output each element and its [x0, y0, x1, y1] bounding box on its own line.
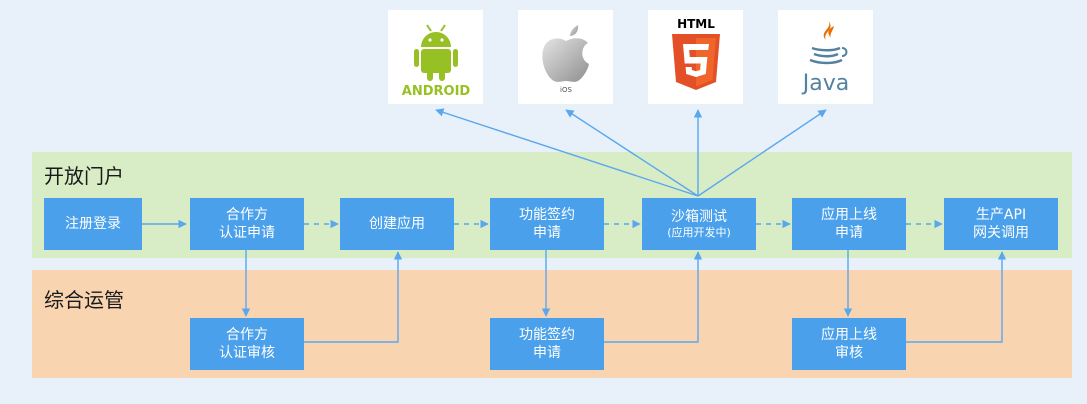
step-label: 应用上线: [821, 327, 877, 343]
step-label-line2: 申请: [533, 345, 561, 361]
step-function-sign-apply: 功能签约 申请: [490, 198, 604, 250]
java-logo-text: Java: [800, 71, 848, 96]
step-label: 生产API: [975, 207, 1027, 223]
step-create-app: 创建应用: [340, 198, 454, 250]
operations-title: 综合运管: [44, 288, 124, 312]
android-logo-text: ANDROID: [401, 84, 470, 97]
step-label: 应用上线: [821, 207, 877, 223]
step-register-login: 注册登录: [44, 198, 142, 250]
step-label-line2: 认证审核: [219, 345, 275, 361]
step-label: 注册登录: [65, 216, 121, 232]
step-label-line2: 网关调用: [973, 225, 1029, 241]
apple-icon: iOS: [541, 25, 589, 94]
step-label-line2: (应用开发中): [667, 226, 731, 239]
step-label: 功能签约: [519, 327, 575, 343]
step-production-api-gateway: 生产API 网关调用: [944, 198, 1058, 250]
java-icon: Java: [800, 20, 849, 96]
step-app-launch-apply: 应用上线 申请: [792, 198, 906, 250]
step-label-line2: 审核: [835, 345, 863, 361]
step-label: 沙箱测试: [671, 209, 727, 225]
step-label: 功能签约: [519, 207, 575, 223]
step-partner-auth-apply: 合作方 认证申请: [190, 198, 304, 250]
step-label-line2: 申请: [533, 225, 561, 241]
step-label: 合作方: [226, 327, 268, 343]
step-app-launch-review: 应用上线 审核: [792, 318, 906, 370]
step-label: 合作方: [226, 207, 268, 223]
android-logo-tile: ANDROID: [388, 10, 483, 104]
step-label-line2: 申请: [835, 225, 863, 241]
step-label: 创建应用: [369, 216, 425, 232]
html5-logo-text: HTML: [677, 17, 715, 31]
java-logo-tile: Java: [778, 10, 873, 104]
step-function-sign-review: 功能签约 申请: [490, 318, 604, 370]
ios-logo-text: iOS: [560, 86, 572, 94]
step-sandbox-test: 沙箱测试 (应用开发中): [642, 198, 756, 250]
html5-icon: HTML: [671, 17, 720, 90]
android-icon: ANDROID: [401, 24, 470, 97]
ios-logo-tile: iOS: [518, 10, 613, 104]
open-portal-title: 开放门户: [44, 164, 124, 188]
step-label-line2: 认证申请: [219, 225, 275, 241]
html5-logo-tile: HTML: [648, 10, 743, 104]
step-partner-auth-review: 合作方 认证审核: [190, 318, 304, 370]
